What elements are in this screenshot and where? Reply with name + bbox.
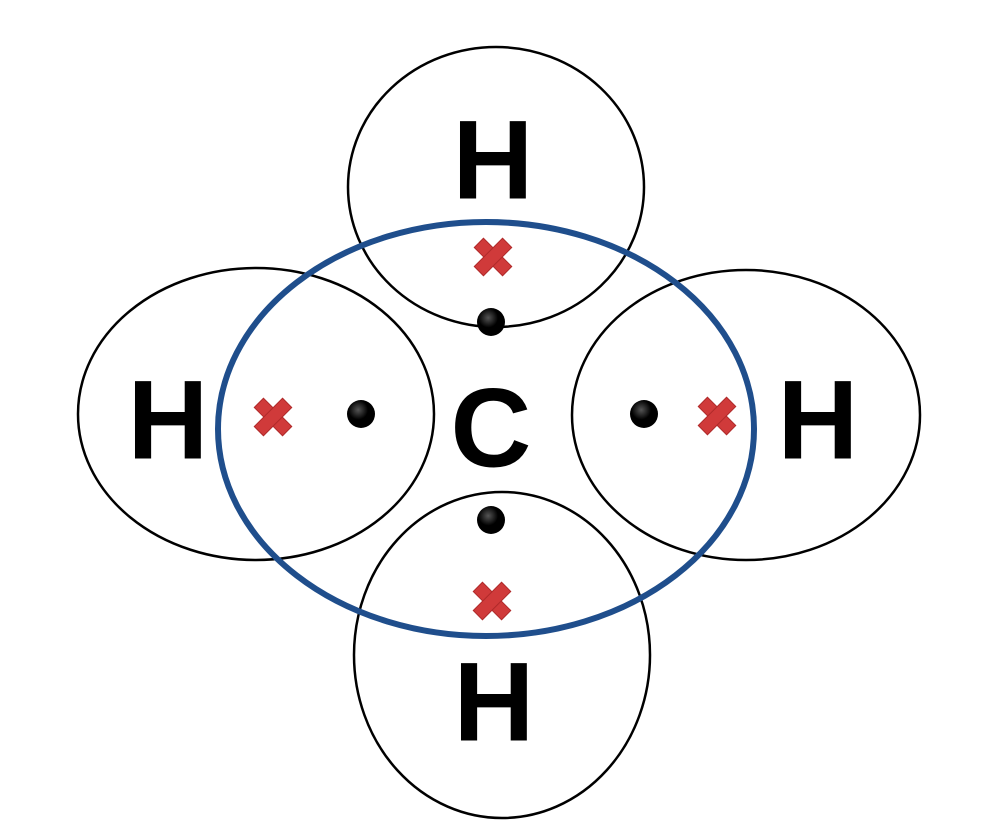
atom-c-center: C <box>451 366 532 491</box>
electron-dot-right <box>630 400 658 428</box>
hydrogen-shell-left <box>76 266 436 562</box>
atom-h-top: H <box>453 98 534 223</box>
electron-dot-top <box>477 308 505 336</box>
electron-cross-left <box>244 388 302 446</box>
atom-h-right: H <box>778 358 859 483</box>
electron-cross-bottom <box>463 572 521 630</box>
electron-cross-top <box>464 228 522 286</box>
atom-h-bottom: H <box>454 640 535 765</box>
electron-dot-left <box>347 400 375 428</box>
atom-h-left: H <box>128 358 209 483</box>
electron-cross-right <box>688 387 746 445</box>
electron-dot-bottom <box>477 506 505 534</box>
carbon-shell <box>215 219 757 639</box>
hydrogen-shell-bottom <box>352 490 652 820</box>
hydrogen-shell-right <box>570 268 922 562</box>
